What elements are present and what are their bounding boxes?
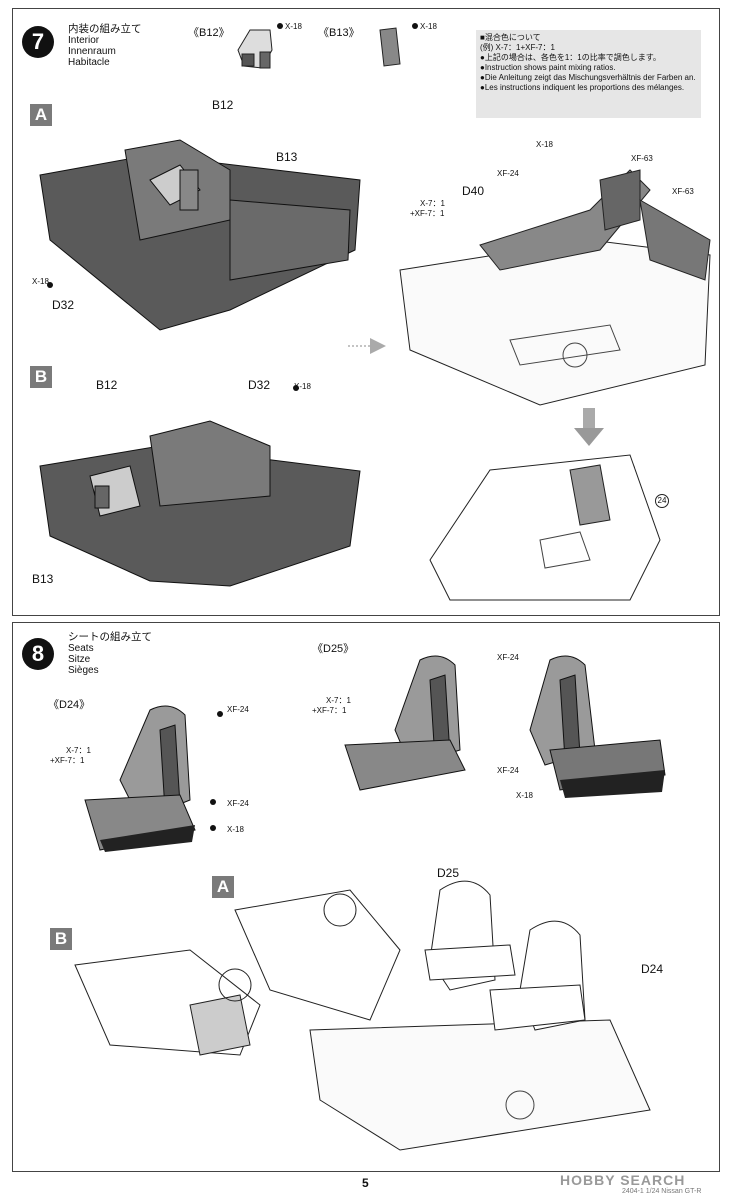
detail-b13-header: 《B13》	[318, 27, 360, 39]
step7b-label-b13: B13	[32, 572, 54, 586]
d24-mix1: X-7：1	[66, 746, 91, 755]
interior-tub-a-illustration	[39, 139, 361, 331]
paint-mix-note: ■混合色について (例) X-7：1+XF-7：1 ●上記の場合は、各色を1：1…	[476, 30, 701, 118]
step7a-label-d32: D32	[52, 298, 75, 312]
right-paint-x18: X-18	[536, 140, 553, 149]
d25-mix1: X-7：1	[326, 696, 351, 705]
note-de: ●Die Anleitung zeigt das Mischungsverhäl…	[480, 73, 696, 82]
step7b-label-b12: B12	[96, 378, 118, 392]
detail-b12-header: 《B12》	[188, 27, 230, 39]
chassis-console-illustration	[399, 169, 711, 406]
step7b-paint-x18: X-18	[294, 382, 311, 391]
step7b-label-d32: D32	[248, 378, 271, 392]
step-number-7: 7	[22, 26, 54, 58]
watermark: HOBBY SEARCH	[560, 1172, 686, 1188]
right-paint-xf24: XF-24	[497, 169, 519, 178]
step8-substep-b-marker: B	[50, 928, 72, 950]
d24-xf24a: XF-24	[227, 705, 249, 714]
d25-mix2: +XF-7：1	[312, 706, 347, 715]
right-paint-mix1: X-7：1	[420, 199, 445, 208]
chassis-seats-assembly-illustration	[234, 880, 651, 1151]
substep-b-marker: B	[30, 366, 52, 388]
step-7-title-en: Interior	[68, 35, 100, 46]
step7a-paint-x18: X-18	[32, 277, 49, 286]
dashboard-b-illustration	[74, 949, 261, 1056]
label-d24: D24	[641, 962, 664, 976]
right-paint-xf63b: XF-63	[672, 187, 694, 196]
substep-a-marker: A	[30, 104, 52, 126]
callout-24: 24	[655, 494, 669, 508]
right-paint-mix2: +XF-7：1	[410, 209, 445, 218]
d24-x18: X-18	[227, 825, 244, 834]
step-8-title-fr: Sièges	[68, 665, 99, 676]
down-arrow	[574, 408, 604, 446]
d25-xf24b: XF-24	[497, 766, 519, 775]
detail-b13-paint: X-18	[420, 22, 437, 31]
pedal-detail-illustration	[237, 23, 418, 69]
step-7-title-de: Innenraum	[68, 46, 116, 57]
right-paint-xf63a: XF-63	[631, 154, 653, 163]
step7a-label-b12: B12	[212, 98, 234, 112]
step-7-title-jp: 内装の組み立て	[68, 23, 142, 35]
step-8-title-en: Seats	[68, 643, 94, 654]
note-jp-title: ■混合色について	[480, 33, 541, 42]
note-jp-desc: ●上記の場合は、各色を1：1の比率で調色します。	[480, 53, 661, 62]
decal-detail-illustration	[429, 454, 661, 601]
step-number-8: 8	[22, 638, 54, 670]
seat-d25-pair-illustration	[344, 655, 666, 798]
detail-b12-paint: X-18	[285, 22, 302, 31]
d24-xf24b: XF-24	[227, 799, 249, 808]
note-en: ●Instruction shows paint mixing ratios.	[480, 63, 616, 72]
step-7-title: 内装の組み立て Interior Innenraum Habitacle	[68, 23, 142, 69]
note-fr: ●Les instructions indiquent les proporti…	[480, 83, 685, 92]
d25-x18: X-18	[516, 791, 533, 800]
step-8-title: シートの組み立て Seats Sitze Sièges	[68, 631, 152, 677]
interior-tub-b-illustration	[39, 385, 361, 587]
d25-xf24a: XF-24	[497, 653, 519, 662]
label-d25: D25	[437, 866, 460, 880]
step-8-title-de: Sitze	[68, 654, 91, 665]
step-8-title-jp: シートの組み立て	[68, 631, 152, 643]
seat-d24-illustration	[84, 705, 223, 852]
page-number: 5	[362, 1176, 369, 1190]
d25-header: 《D25》	[312, 643, 355, 655]
d24-mix2: +XF-7：1	[50, 756, 85, 765]
step8-substep-a-marker: A	[212, 876, 234, 898]
note-jp-example: (例) X-7：1+XF-7：1	[480, 43, 555, 52]
progress-arrow	[348, 338, 386, 354]
footer-id: 2404-1 1/24 Nissan GT-R	[622, 1188, 702, 1195]
step-7-title-fr: Habitacle	[68, 57, 110, 68]
d24-header: 《D24》	[48, 699, 91, 711]
step7a-label-b13: B13	[276, 150, 298, 164]
right-label-d40: D40	[462, 184, 485, 198]
